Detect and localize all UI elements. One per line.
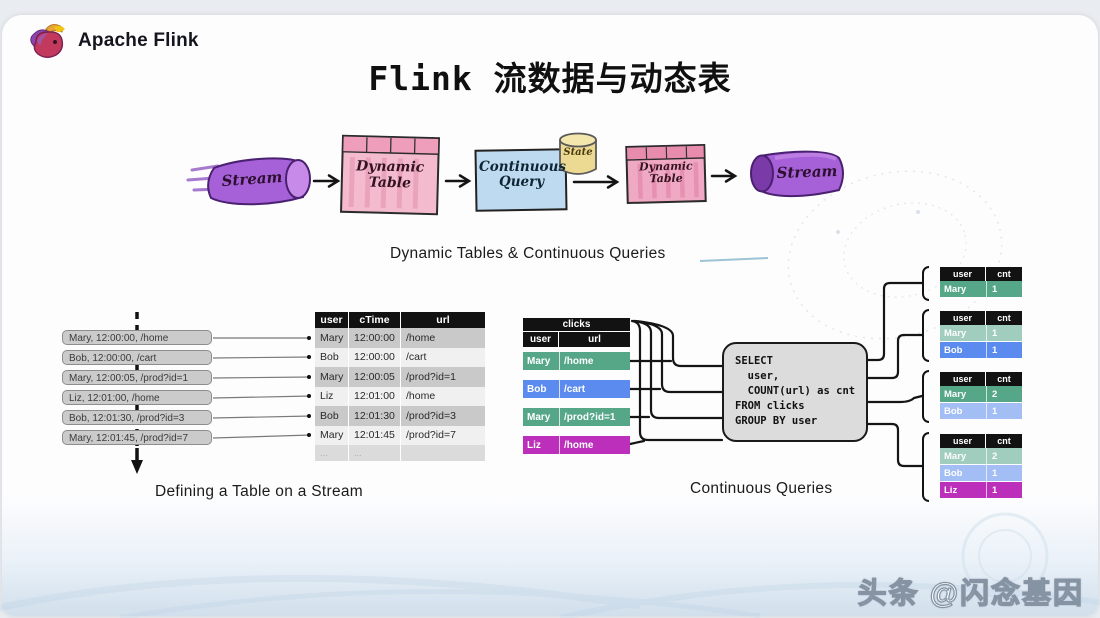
stream-table: user cTime url Mary 12:00:00 /home Bob 1… — [315, 312, 485, 461]
table-row: Bob 12:00:00 /cart — [315, 347, 485, 367]
table-header-cell: url — [588, 334, 601, 345]
table-row-more: ... ... — [315, 445, 485, 461]
table-header-cell: user — [940, 311, 986, 325]
result-row: Mary 2 — [940, 386, 1022, 403]
clicks-to-query-connectors — [628, 319, 724, 446]
stream-section-caption: Defining a Table on a Stream — [155, 483, 364, 500]
sql-line: GROUP BY user — [735, 415, 818, 427]
sql-query-box: SELECT user, COUNT(url) as cnt FROM clic… — [722, 342, 868, 442]
result-row: Mary 2 — [940, 448, 1022, 465]
flink-logo-icon — [30, 24, 65, 58]
clicks-table-header: user url — [523, 332, 630, 347]
table-header-cell: cnt — [997, 436, 1011, 446]
event-item: Mary, 12:00:00, /home — [62, 330, 212, 345]
event-item: Mary, 12:01:45, /prod?id=7 — [62, 430, 212, 445]
result-table-2: user cnt Mary 1 Bob 1 — [940, 311, 1022, 359]
table-row: Mary 12:01:45 /prod?id=7 — [315, 425, 485, 445]
table-row: Mary 12:00:00 /home — [315, 328, 485, 348]
watermark: 头条 @闪念基因 — [857, 577, 1084, 610]
clicks-row: Bob /cart — [523, 380, 630, 398]
result-row: Bob 1 — [940, 403, 1022, 420]
brace-icon — [922, 309, 929, 362]
result-row: Mary 1 — [940, 325, 1022, 342]
event-connector-lines — [212, 337, 312, 439]
brace-icon — [922, 370, 929, 423]
apache-flink-logo: Apache Flink — [24, 20, 199, 62]
flow-dynamic-table-2-label: Dynamic Table — [638, 159, 693, 186]
flow-arrow-1 — [312, 174, 341, 188]
sql-line: SELECT — [735, 355, 773, 367]
row-bullets — [307, 336, 311, 437]
brace-icon — [922, 266, 929, 301]
stream-in-cylinder — [186, 157, 311, 206]
table-header-cell: user — [940, 434, 986, 448]
table-header-cell: user — [315, 312, 349, 328]
flow-state-label: State — [563, 147, 593, 158]
sql-line: FROM clicks — [735, 400, 805, 412]
result-table-1: user cnt Mary 1 — [940, 267, 1022, 298]
stream-table-header: user cTime url — [315, 312, 485, 328]
table-header-cell: user — [940, 372, 986, 386]
event-item: Liz, 12:01:00, /home — [62, 390, 212, 405]
brace-icon — [922, 432, 929, 502]
result-table-4: user cnt Mary 2 Bob 1 Liz 1 — [940, 434, 1022, 499]
result-row: Mary 1 — [940, 281, 1022, 298]
flow-caption: Dynamic Tables & Continuous Queries — [390, 245, 666, 262]
page-title: Flink 流数据与动态表 — [368, 59, 732, 98]
result-row: Bob 1 — [940, 465, 1022, 482]
table-row: Mary 12:00:05 /prod?id=1 — [315, 367, 485, 387]
bottom-tint — [2, 496, 1098, 616]
event-item: Bob, 12:00:00, /cart — [62, 350, 212, 365]
table-row: Bob 12:01:30 /prod?id=3 — [315, 406, 485, 426]
event-item: Bob, 12:01:30, /prod?id=3 — [62, 410, 212, 425]
stream-out-cylinder — [750, 150, 844, 198]
table-header-cell: cnt — [997, 313, 1011, 323]
clicks-row: Mary /home — [523, 352, 630, 370]
flow-dynamic-table-1-label: Dynamic Table — [355, 158, 425, 192]
table-header-cell: cnt — [997, 374, 1011, 384]
logo-text: Apache Flink — [78, 30, 199, 51]
clicks-row: Liz /home — [523, 436, 630, 454]
table-row: Liz 12:01:00 /home — [315, 386, 485, 406]
caption-underline — [699, 257, 769, 262]
table-header-cell: cTime — [349, 312, 401, 328]
clicks-row: Mary /prod?id=1 — [523, 408, 630, 426]
flow-arrow-2 — [444, 174, 472, 188]
clicks-table-title: clicks — [523, 318, 630, 331]
table-header-cell: url — [436, 314, 450, 326]
table-header-cell: user — [523, 332, 559, 347]
table-header-cell: user — [940, 267, 986, 281]
state-cylinder-shape — [559, 132, 597, 175]
continuous-query-shape — [474, 148, 568, 212]
query-section-caption: Continuous Queries — [690, 480, 833, 497]
sql-line: COUNT(url) as cnt — [735, 385, 856, 397]
dynamic-table-2-shape — [625, 143, 707, 205]
flow-stream-out-label: Stream — [776, 161, 838, 183]
event-item: Mary, 12:00:05, /prod?id=1 — [62, 370, 212, 385]
sql-line: user, — [735, 370, 780, 382]
flow-arrow-4 — [710, 169, 738, 183]
query-to-results-connectors — [866, 281, 924, 468]
table-header-cell: cnt — [997, 269, 1011, 279]
flow-continuous-query-label: Continuous Query — [479, 159, 566, 191]
result-table-3: user cnt Mary 2 Bob 1 — [940, 372, 1022, 420]
flow-arrow-3 — [572, 175, 620, 189]
dynamic-table-1-shape — [339, 134, 441, 216]
result-row: Bob 1 — [940, 342, 1022, 359]
